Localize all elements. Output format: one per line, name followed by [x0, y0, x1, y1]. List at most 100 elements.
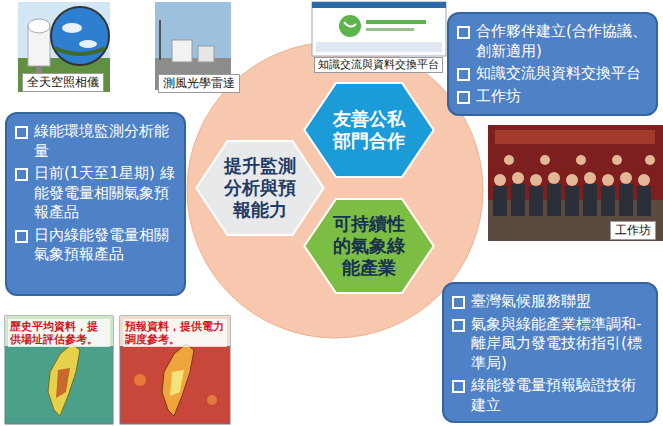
hexagon-node: 友善公私部門合作 [303, 82, 435, 178]
art-rect [493, 186, 507, 216]
art-circle [530, 174, 542, 186]
art-rect [511, 184, 525, 216]
all-sky-camera-photo [18, 2, 110, 92]
art-path [162, 344, 194, 416]
art-circle [602, 174, 614, 186]
art-path [56, 368, 70, 398]
art-circle [612, 155, 622, 165]
bullet-text: 日前(1天至1星期) 綠能發電量相關氣象預報產品 [34, 164, 176, 223]
art-rect [547, 184, 561, 216]
hexagon-text-group: 提升監測分析與預報能力 [221, 155, 298, 221]
art-rect [198, 46, 214, 62]
bullet-text: 合作夥伴建立(合作協議、創新適用) [476, 22, 648, 61]
art-circle [548, 172, 560, 184]
art-circle [494, 174, 506, 186]
art-rect [316, 42, 442, 52]
bullet-text: 工作坊 [476, 87, 521, 107]
art-rect [565, 186, 579, 216]
bullet-square [457, 91, 470, 104]
bullet-text: 臺灣氣候服務聯盟 [471, 292, 591, 312]
bullet-box: 合作夥伴建立(合作協議、創新適用) 知識交流與資料交換平台工作坊 [447, 12, 658, 116]
art-circle [504, 155, 514, 165]
workshop-photo [488, 125, 663, 241]
photo-caption: 歷史平均資料，提供場址評估參考。 [8, 319, 110, 347]
hexagon-text-group: 可持續性的氣象綠能產業 [330, 213, 407, 279]
website-screenshot [312, 2, 446, 56]
art-circle [645, 155, 655, 165]
bullet-square [452, 380, 465, 393]
art-ellipse [62, 23, 82, 33]
art-circle [339, 15, 361, 37]
bullet-square [457, 26, 470, 39]
bullet-text: 綠能發電量預報驗證技術建立 [471, 376, 648, 415]
art-rect [5, 316, 113, 424]
photo-caption: 全天空照相儀 [22, 73, 104, 92]
art-rect [488, 125, 663, 241]
art-rect [366, 28, 414, 31]
art-circle [638, 174, 650, 186]
bullet-item: 工作坊 [457, 87, 648, 107]
bullet-item: 綠能發電量預報驗證技術建立 [452, 376, 648, 415]
bullet-item: 氣象與綠能產業標準調和-離岸風力發電技術指引(標準局) [452, 315, 648, 374]
art-path [344, 22, 356, 27]
bullet-item: 日前(1天至1星期) 綠能發電量相關氣象預報產品 [15, 164, 176, 223]
art-circle [540, 155, 550, 165]
bullet-item: 綠能環境監測分析能量 [15, 122, 176, 161]
bullet-item: 合作夥伴建立(合作協議、創新適用) [457, 22, 648, 61]
bullet-text: 日內綠能發電量相關氣象預報產品 [34, 226, 176, 265]
art-rect [619, 184, 633, 216]
art-path [48, 344, 80, 416]
bullet-square [15, 230, 28, 243]
art-rect [172, 40, 192, 62]
bullet-item: 知識交流與資料交換平台 [457, 64, 648, 84]
art-rect [18, 2, 110, 92]
hexagon-label: 提升監測分析與預報能力 [221, 155, 298, 221]
photo-caption: 知識交流與資料交換平台 [314, 57, 443, 73]
art-rect [366, 20, 426, 24]
hexagon-label: 可持續性的氣象綠能產業 [330, 213, 407, 279]
hexagon-text-group: 友善公私部門合作 [330, 108, 407, 152]
art-rect [312, 2, 446, 56]
art-rect [120, 316, 230, 424]
hexagon-outline [196, 141, 323, 235]
photo-caption: 測風光學雷達 [158, 74, 240, 93]
art-line [159, 20, 161, 60]
photo-caption: 預報資料，提供電力調度參考。 [123, 319, 227, 347]
bullet-item: 日內綠能發電量相關氣象預報產品 [15, 226, 176, 265]
bullet-square [457, 68, 470, 81]
bullet-list: 綠能環境監測分析能量日前(1天至1星期) 綠能發電量相關氣象預報產品日內綠能發電… [15, 122, 176, 265]
bullet-square [452, 319, 465, 332]
photo-caption: 工作坊 [610, 221, 656, 240]
bullet-list: 臺灣氣候服務聯盟氣象與綠能產業標準調和-離岸風力發電技術指引(標準局)綠能發電量… [452, 292, 648, 415]
art-circle [512, 172, 524, 184]
bullet-box: 臺灣氣候服務聯盟氣象與綠能產業標準調和-離岸風力發電技術指引(標準局)綠能發電量… [442, 282, 658, 423]
art-rect [529, 186, 543, 216]
art-rect [495, 130, 655, 144]
art-rect [583, 184, 597, 216]
climatology-map [5, 316, 113, 424]
forecast-map [120, 316, 230, 424]
bullet-text: 綠能環境監測分析能量 [34, 122, 176, 161]
hexagon-label: 友善公私部門合作 [330, 108, 407, 152]
bullet-list: 合作夥伴建立(合作協議、創新適用) 知識交流與資料交換平台工作坊 [457, 22, 648, 106]
art-circle [566, 174, 578, 186]
art-circle [584, 172, 596, 184]
art-rect [601, 186, 615, 216]
art-path [55, 48, 105, 54]
art-rect [637, 186, 651, 216]
art-path [170, 370, 184, 396]
art-circle [134, 374, 146, 386]
hexagon-outline [304, 199, 433, 293]
bullet-item: 臺灣氣候服務聯盟 [452, 292, 648, 312]
art-g [493, 184, 651, 216]
hexagon-node: 提升監測分析與預報能力 [195, 140, 325, 236]
bullet-text: 氣象與綠能產業標準調和-離岸風力發電技術指引(標準局) [471, 315, 648, 374]
bullet-square [15, 126, 28, 139]
bullet-text: 知識交流與資料交換平台 [476, 64, 641, 84]
bullet-box: 綠能環境監測分析能量日前(1天至1星期) 綠能發電量相關氣象預報產品日內綠能發電… [5, 112, 186, 296]
art-circle [207, 395, 217, 405]
art-circle [620, 172, 632, 184]
hexagon-outline [304, 83, 433, 177]
hexagon-node: 可持續性的氣象綠能產業 [303, 198, 435, 294]
